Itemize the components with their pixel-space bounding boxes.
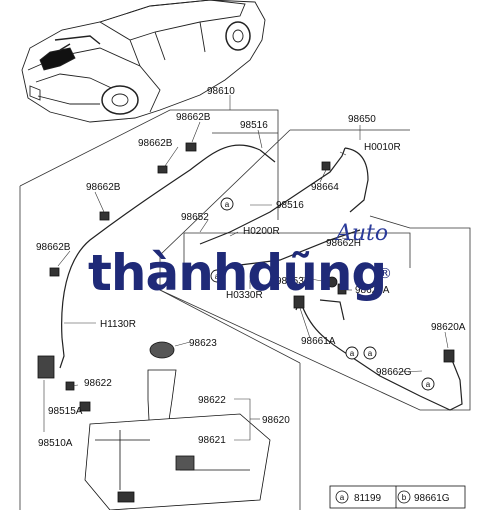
label-h0200r: H0200R bbox=[243, 226, 280, 237]
label-98662h: 98662H bbox=[326, 238, 361, 249]
hose-end-98661a bbox=[293, 295, 305, 309]
label-98620a-a: 98620A bbox=[355, 285, 390, 296]
label-98622-a: 98622 bbox=[84, 378, 112, 389]
label-98515a: 98515A bbox=[48, 406, 83, 417]
marker-a-group bbox=[210, 197, 435, 391]
label-98623: 98623 bbox=[189, 338, 217, 349]
label-98516-a: 98516 bbox=[240, 120, 268, 131]
label-98510a: 98510A bbox=[38, 438, 73, 449]
legend-marker-b: b bbox=[402, 493, 407, 502]
marker-a-3: a bbox=[350, 349, 355, 358]
nozzle-98620a-2 bbox=[443, 349, 455, 363]
label-98620: 98620 bbox=[262, 415, 290, 426]
leader-lines bbox=[43, 95, 449, 441]
label-98620a-b: 98620A bbox=[431, 322, 466, 333]
legend-part-a: 81199 bbox=[354, 493, 382, 504]
clip-98662b-4 bbox=[49, 267, 60, 277]
label-98516-b: 98516 bbox=[276, 200, 304, 211]
label-98653: 98653 bbox=[276, 276, 304, 287]
legend-marker-a: a bbox=[340, 493, 345, 502]
reservoir-cap bbox=[149, 341, 175, 359]
label-98662g: 98662G bbox=[376, 367, 412, 378]
nozzle-98620a-1 bbox=[337, 283, 347, 295]
label-98621: 98621 bbox=[198, 435, 226, 446]
marker-a-5: a bbox=[426, 380, 431, 389]
outline-frame bbox=[19, 109, 471, 510]
label-98662b-c: 98662B bbox=[86, 182, 121, 193]
label-98661a: 98661A bbox=[301, 336, 336, 347]
label-98610: 98610 bbox=[207, 86, 235, 97]
label-98662b-d: 98662B bbox=[36, 242, 71, 253]
marker-a-4: a bbox=[368, 349, 373, 358]
car-thumbnail bbox=[21, 0, 266, 123]
hoses bbox=[59, 144, 463, 411]
label-h0330r: H0330R bbox=[226, 290, 263, 301]
label-98662b-a: 98662B bbox=[176, 112, 211, 123]
marker-a-2: a bbox=[215, 272, 220, 281]
label-98622-b: 98622 bbox=[198, 395, 226, 406]
label-h0010r: H0010R bbox=[364, 142, 401, 153]
watermark-logo: thànhdũng Auto ® bbox=[88, 221, 392, 302]
legend-table: a b 81199 98661G bbox=[329, 485, 466, 509]
label-98652: 98652 bbox=[181, 212, 209, 223]
clip-98662b-2 bbox=[157, 165, 168, 174]
part-labels: 98610 98662B 98516 98662B 98662B 98662B … bbox=[36, 86, 466, 449]
label-98650: 98650 bbox=[348, 114, 376, 125]
washer-pump bbox=[37, 355, 55, 379]
svg-text:Auto: Auto bbox=[334, 221, 388, 246]
clip-98664 bbox=[321, 161, 331, 171]
clip-98662b-3 bbox=[99, 211, 110, 221]
svg-text:thànhdũng: thànhdũng bbox=[88, 244, 386, 302]
label-h1130r: H1130R bbox=[100, 319, 136, 330]
seal-98515a bbox=[79, 401, 91, 412]
marker-a-1: a bbox=[225, 200, 230, 209]
label-98662b-b: 98662B bbox=[138, 138, 173, 149]
clip-98662b-1 bbox=[185, 142, 197, 152]
parts bbox=[37, 142, 455, 510]
connector-98653 bbox=[326, 276, 338, 288]
legend-part-b: 98661G bbox=[414, 493, 450, 504]
label-98664: 98664 bbox=[311, 182, 339, 193]
svg-text:®: ® bbox=[378, 266, 392, 282]
